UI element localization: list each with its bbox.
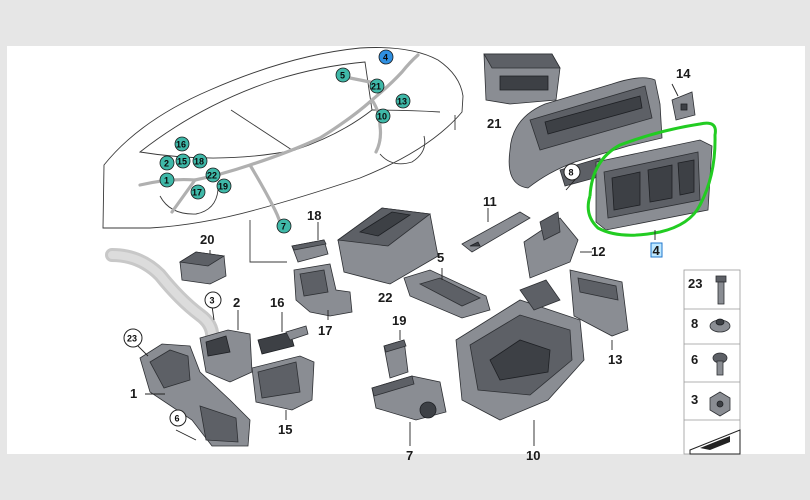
fastener-label-23: 23 [688,276,702,291]
label-11: 11 [483,194,497,209]
part-5-connector-strip [403,269,491,319]
label-1: 1 [130,386,137,401]
car-marker-13: 13 [395,93,411,109]
svg-text:5: 5 [340,71,345,81]
car-marker-1: 1 [159,172,175,188]
label-12: 12 [591,244,605,259]
label-22: 22 [378,290,392,305]
car-marker-7: 7 [276,218,292,234]
highlight-loop [586,121,717,237]
part-16-connector [257,325,309,355]
part-hose [105,248,220,347]
svg-text:1: 1 [164,176,169,186]
svg-text:16: 16 [176,140,186,150]
screw-6-icon [712,352,728,376]
car-marker-18: 18 [192,153,208,169]
svg-text:18: 18 [194,157,204,167]
svg-text:4: 4 [383,53,388,63]
svg-text:23: 23 [127,334,137,344]
car-marker-5: 5 [335,67,351,83]
car-marker-10: 10 [375,108,391,124]
callout-8: 8 [563,163,581,181]
bolt-23-icon [715,275,727,305]
label-7: 7 [406,448,413,463]
car-marker-19: 19 [216,178,232,194]
part-22-control-unit [336,207,439,285]
svg-text:6: 6 [175,414,180,424]
car-marker-4: 4 [378,49,394,65]
part-13-rack [569,269,629,337]
label-20: 20 [200,232,214,247]
label-19: 19 [392,313,406,328]
fastener-label-6: 6 [691,352,698,367]
fastener-label-8: 8 [691,316,698,331]
part-10-frame [455,279,585,421]
parts-diagram-canvas: 14 21 11 12 18 20 5 22 2 16 17 19 13 1 1… [7,46,805,463]
part-21-relay-box [483,53,561,105]
part-12-plate [523,211,579,279]
callout-4-highlight: 4 [650,242,663,258]
part-4-module [595,139,713,231]
car-marker-17: 17 [190,184,206,200]
part-20-cover [178,251,227,285]
part-11-rail [461,211,531,253]
car-outline [102,47,464,263]
part-number-labels: 14 21 11 12 18 20 5 22 2 16 17 19 13 1 1… [130,66,691,463]
svg-text:17: 17 [192,188,202,198]
car-marker-21: 21 [369,78,385,94]
part-1-housing [139,343,251,447]
label-17: 17 [318,323,332,338]
callout-3: 3 [204,291,222,309]
car-marker-15: 15 [175,153,191,169]
part-17-bracket [293,263,353,317]
label-14: 14 [676,66,691,81]
label-2: 2 [233,295,240,310]
part-14-bracket [671,91,696,121]
car-marker-2: 2 [159,155,175,171]
nut-8-icon [709,318,731,333]
catalog-icon [689,429,741,455]
label-16: 16 [270,295,284,310]
callout-23: 23 [123,328,143,348]
car-location-markers: 4 5 21 13 10 16 2 15 [159,49,411,234]
svg-text:2: 2 [164,159,169,169]
svg-text:8: 8 [569,168,574,178]
svg-text:7: 7 [281,222,286,232]
part-2-box [199,329,253,383]
part-18-clip [291,239,329,263]
label-10: 10 [526,448,540,463]
leader-lines [137,83,679,446]
fastener-table [683,269,741,455]
label-18: 18 [307,208,321,223]
svg-text:3: 3 [210,296,215,306]
callout-6: 6 [169,409,187,427]
circled-callouts: 8 3 23 6 [123,163,581,427]
svg-text:15: 15 [177,157,187,167]
part-19-sensor [383,339,409,379]
svg-text:21: 21 [371,82,381,92]
nut-3-icon [709,391,731,417]
label-5: 5 [437,250,444,265]
fastener-labels: 23 8 6 3 [688,276,702,407]
label-21: 21 [487,116,501,131]
fastener-label-3: 3 [691,392,698,407]
label-15: 15 [278,422,292,437]
part-7-mount [371,375,447,421]
svg-text:4: 4 [653,243,661,258]
label-13: 13 [608,352,622,367]
svg-text:19: 19 [218,182,228,192]
svg-text:10: 10 [377,112,387,122]
svg-text:13: 13 [397,97,407,107]
car-marker-22: 22 [205,167,221,183]
parts-diagram: 14 21 11 12 18 20 5 22 2 16 17 19 13 1 1… [102,47,741,463]
car-marker-16: 16 [174,136,190,152]
part-15-bracket [251,355,315,411]
svg-text:22: 22 [207,171,217,181]
